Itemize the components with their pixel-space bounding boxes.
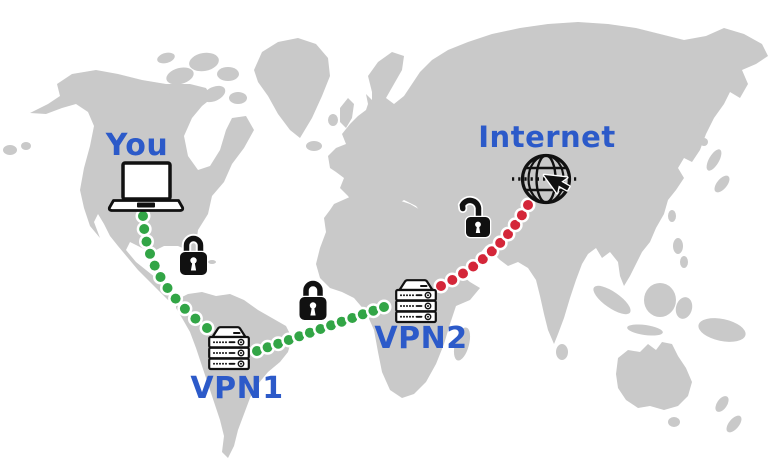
node-label-you: You — [105, 128, 168, 163]
cursor-arrow-icon — [542, 173, 571, 195]
map-japan — [714, 175, 730, 193]
laptop-icon — [107, 161, 185, 212]
map-java — [627, 324, 663, 336]
map-australia — [616, 342, 692, 410]
connection-vpn2-internet — [433, 197, 536, 294]
map-arctic-island — [202, 85, 226, 103]
map-greenland — [254, 38, 330, 138]
map-philippines — [673, 238, 683, 254]
encrypted-traffic-dot — [199, 320, 215, 336]
map-ireland — [328, 114, 338, 126]
open-lock-icon — [457, 195, 492, 239]
unencrypted-traffic-dot — [520, 197, 536, 213]
node-label-internet: Internet — [478, 120, 615, 154]
encrypted-traffic-dot — [187, 311, 203, 327]
map-tasmania — [668, 417, 680, 427]
encrypted-traffic-dot — [147, 258, 163, 274]
map-arctic-island — [217, 67, 239, 81]
map-sakhalin — [695, 100, 705, 124]
unencrypted-traffic-dot — [514, 207, 530, 223]
server-icon-vpn1 — [208, 326, 250, 371]
server-icon-vpn2 — [395, 279, 437, 324]
map-arctic-island — [157, 52, 175, 64]
unencrypted-traffic-dot — [444, 272, 460, 288]
unencrypted-traffic-dot — [484, 243, 500, 259]
map-arctic-island — [166, 67, 194, 85]
map-eurasia — [328, 22, 768, 344]
encrypted-traffic-dot — [168, 291, 184, 307]
connection-vpn1-vpn2 — [249, 299, 392, 359]
unencrypted-traffic-dot — [465, 259, 481, 274]
node-label-vpn1: VPN1 — [190, 371, 283, 406]
map-sri-lanka — [556, 344, 568, 360]
encrypted-traffic-dot — [153, 269, 168, 285]
map-taiwan — [668, 210, 676, 222]
map-hokkaido — [700, 138, 708, 146]
unencrypted-traffic-dot — [500, 226, 516, 242]
map-arctic-island — [189, 52, 219, 72]
unencrypted-traffic-dot — [433, 278, 449, 294]
map-philippines — [680, 256, 688, 268]
closed-lock-icon-2 — [300, 284, 327, 321]
map-madagascar — [453, 327, 471, 361]
map-iceland — [306, 141, 322, 151]
map-new-zealand — [726, 415, 742, 433]
unencrypted-traffic-dot — [455, 266, 471, 281]
map-new-zealand — [715, 396, 729, 412]
unencrypted-traffic-dot — [492, 235, 508, 251]
map-sumatra — [593, 285, 631, 315]
encrypted-traffic-dot — [139, 234, 154, 250]
unencrypted-traffic-dot — [475, 251, 491, 267]
encrypted-traffic-dot — [135, 208, 151, 224]
encrypted-traffic-dot — [177, 301, 193, 317]
node-label-vpn2: VPN2 — [374, 321, 467, 356]
world-map — [3, 22, 768, 458]
encrypted-traffic-dot — [142, 246, 158, 262]
globe-cursor-icon — [512, 153, 580, 205]
map-edge-island — [3, 145, 17, 155]
map-arctic-island — [229, 92, 247, 104]
map-new-guinea — [698, 318, 746, 342]
map-edge-island — [21, 142, 31, 150]
map-sulawesi — [675, 297, 693, 319]
map-britain — [340, 98, 354, 128]
map-caribbean-island — [208, 260, 216, 264]
encrypted-traffic-dot — [376, 299, 392, 315]
encrypted-traffic-dot — [136, 221, 152, 237]
connection-you-vpn1 — [135, 208, 215, 336]
unencrypted-traffic-dot — [507, 217, 523, 233]
encrypted-traffic-dot — [160, 280, 175, 296]
map-japan — [706, 149, 722, 171]
map-borneo — [644, 283, 676, 317]
map-arctic-island — [146, 87, 170, 105]
